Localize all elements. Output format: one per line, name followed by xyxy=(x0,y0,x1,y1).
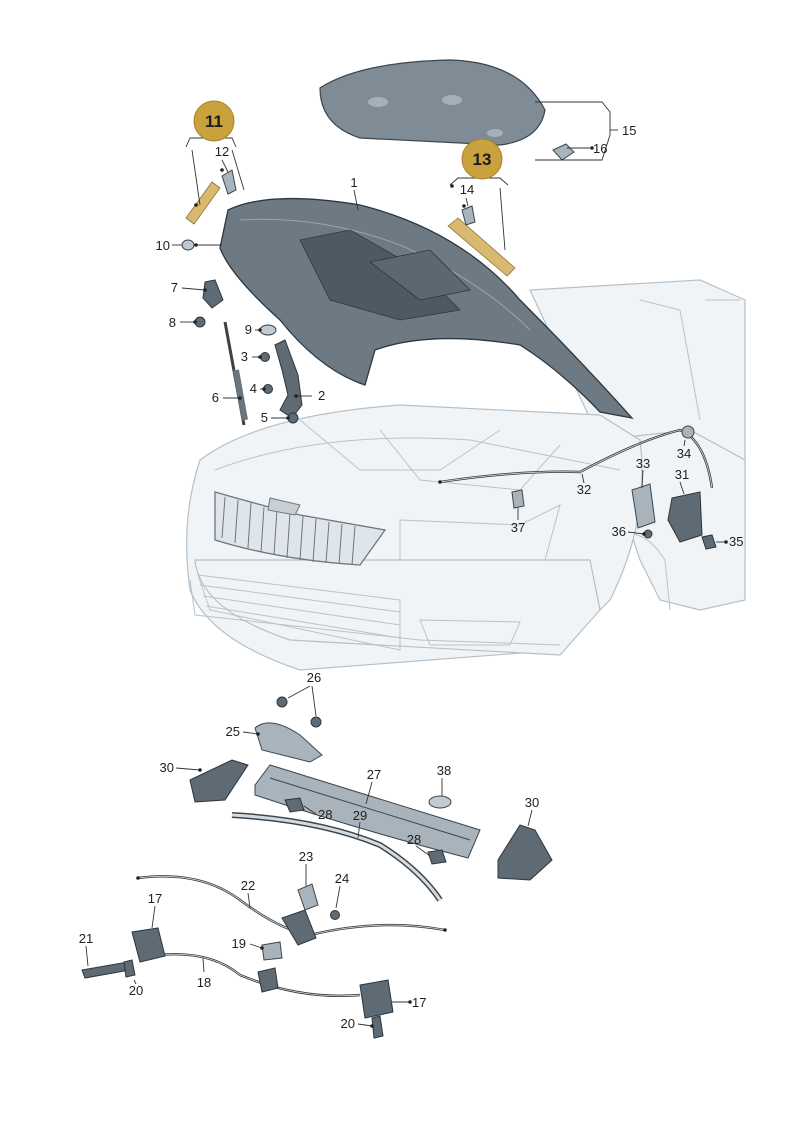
part-label: 16 xyxy=(593,141,607,156)
seal-strip-right xyxy=(447,217,516,277)
plenum-cover-assembly xyxy=(189,696,553,902)
part-label: 12 xyxy=(215,144,229,159)
part-label: 17 xyxy=(148,891,162,906)
part-label: 21 xyxy=(79,931,93,946)
front-grille xyxy=(214,491,387,566)
part-label: 30 xyxy=(160,760,174,775)
part-label: 6 xyxy=(212,390,219,405)
brand-emblem xyxy=(267,497,301,516)
part-label: 38 xyxy=(437,763,451,778)
hood-insulation-mat xyxy=(319,59,546,146)
badge-13-text: 13 xyxy=(473,150,492,169)
hood-hinge-assembly xyxy=(181,169,476,426)
part-label: 23 xyxy=(299,849,313,864)
part-label: 2 xyxy=(318,388,325,403)
insulation-clip xyxy=(552,143,575,161)
part-label: 35 xyxy=(729,534,743,549)
part-label: 3 xyxy=(241,349,248,364)
part-label: 17 xyxy=(412,995,426,1010)
part-label: 8 xyxy=(169,315,176,330)
part-label: 29 xyxy=(353,808,367,823)
part-label: 7 xyxy=(171,280,178,295)
part-label: 25 xyxy=(226,724,240,739)
hood-panel xyxy=(219,197,634,419)
part-label: 20 xyxy=(341,1016,355,1031)
part-label: 30 xyxy=(525,795,539,810)
part-label: 36 xyxy=(612,524,626,539)
part-label: 37 xyxy=(511,520,525,535)
release-cable-front xyxy=(439,425,717,550)
part-label: 9 xyxy=(245,322,252,337)
part-label: 10 xyxy=(156,238,170,253)
part-label: 28 xyxy=(407,832,421,847)
part-label: 18 xyxy=(197,975,211,990)
part-label: 31 xyxy=(675,467,689,482)
seal-strip-left xyxy=(185,181,221,225)
hood-latch-cable-assembly xyxy=(81,875,446,1039)
part-label: 5 xyxy=(261,410,268,425)
part-label: 4 xyxy=(250,381,257,396)
leader-dots xyxy=(136,146,728,1028)
part-label: 1 xyxy=(350,175,357,190)
part-label: 33 xyxy=(636,456,650,471)
part-label: 20 xyxy=(129,983,143,998)
callout-badge-11: 11 xyxy=(193,100,235,142)
part-label: 24 xyxy=(335,871,349,886)
badge-11-text: 11 xyxy=(205,112,223,131)
part-label: 28 xyxy=(318,807,332,822)
part-label: 22 xyxy=(241,878,255,893)
part-label: 15 xyxy=(622,123,636,138)
part-label: 14 xyxy=(460,182,474,197)
lower-grille xyxy=(197,574,401,651)
part-label: 27 xyxy=(367,767,381,782)
part-label: 19 xyxy=(232,936,246,951)
part-label: 32 xyxy=(577,482,591,497)
part-label: 34 xyxy=(677,446,691,461)
part-label: 26 xyxy=(307,670,321,685)
part-labels: 1 2 3 4 5 6 7 8 9 10 12 14 15 16 17 17 1… xyxy=(79,123,744,1031)
callout-badge-13: 13 xyxy=(461,138,503,180)
